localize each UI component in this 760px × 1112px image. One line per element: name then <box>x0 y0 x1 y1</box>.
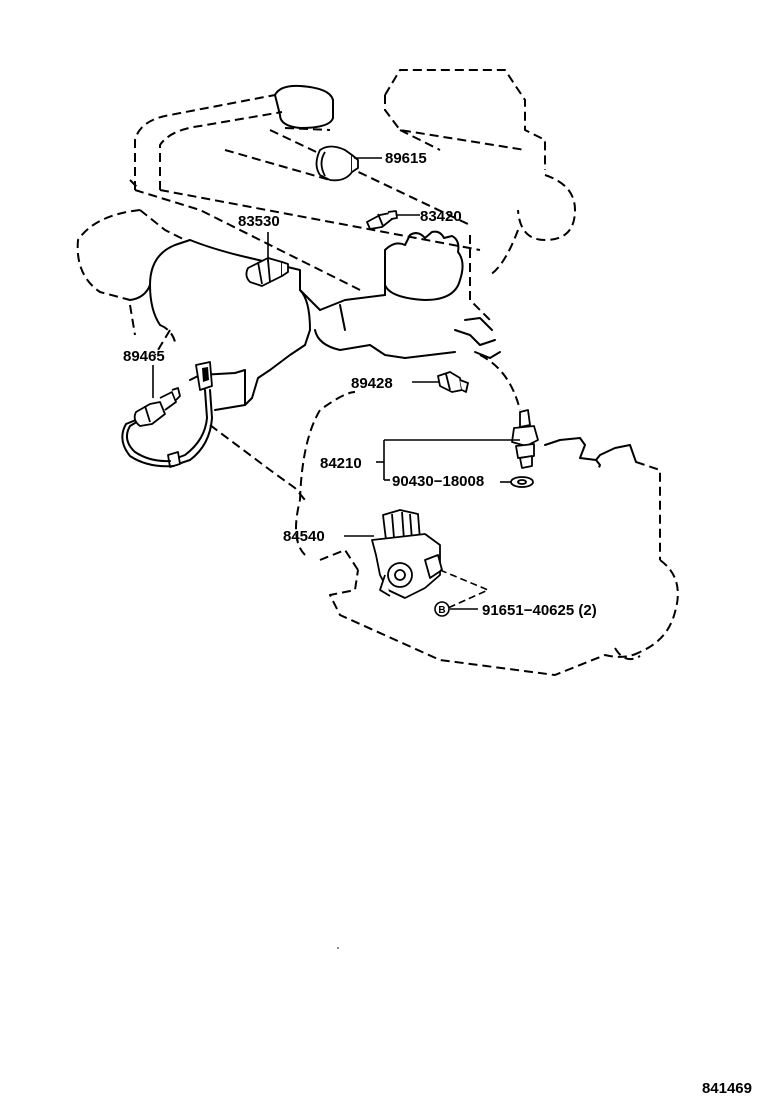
bolt-marker-b: B <box>434 601 450 617</box>
engine-outline <box>76 69 679 676</box>
part-89465-oxygen-sensor <box>121 361 213 468</box>
part-83530-oil-pressure-switch <box>245 257 289 287</box>
part-84210-pressure-switch <box>511 409 539 469</box>
part-89428-temp-sender <box>437 371 469 393</box>
part-89615-knock-sensor <box>315 145 359 182</box>
part-83420-temp-sensor <box>366 210 398 230</box>
label-84210: 84210 <box>320 455 362 472</box>
part-84540-neutral-start-switch <box>371 509 443 599</box>
label-83530: 83530 <box>238 213 280 230</box>
label-89428: 89428 <box>351 375 393 392</box>
bolt-phantom-line <box>439 569 491 609</box>
bolt-marker-b-letter: B <box>438 605 445 616</box>
leader-lines <box>152 157 520 610</box>
label-84540: 84540 <box>283 528 325 545</box>
label-89465: 89465 <box>123 348 165 365</box>
label-91651-40625: 91651−40625 (2) <box>482 602 597 619</box>
label-83420: 83420 <box>420 208 462 225</box>
part-90430-washer <box>510 476 534 488</box>
label-90430-18008: 90430−18008 <box>392 473 484 490</box>
label-89615: 89615 <box>385 150 427 167</box>
speck-mark <box>337 947 339 949</box>
part-labels: 89615 83420 83530 89465 89428 84210 9043… <box>123 150 597 619</box>
diagram-reference-code: 841469 <box>702 1080 752 1097</box>
